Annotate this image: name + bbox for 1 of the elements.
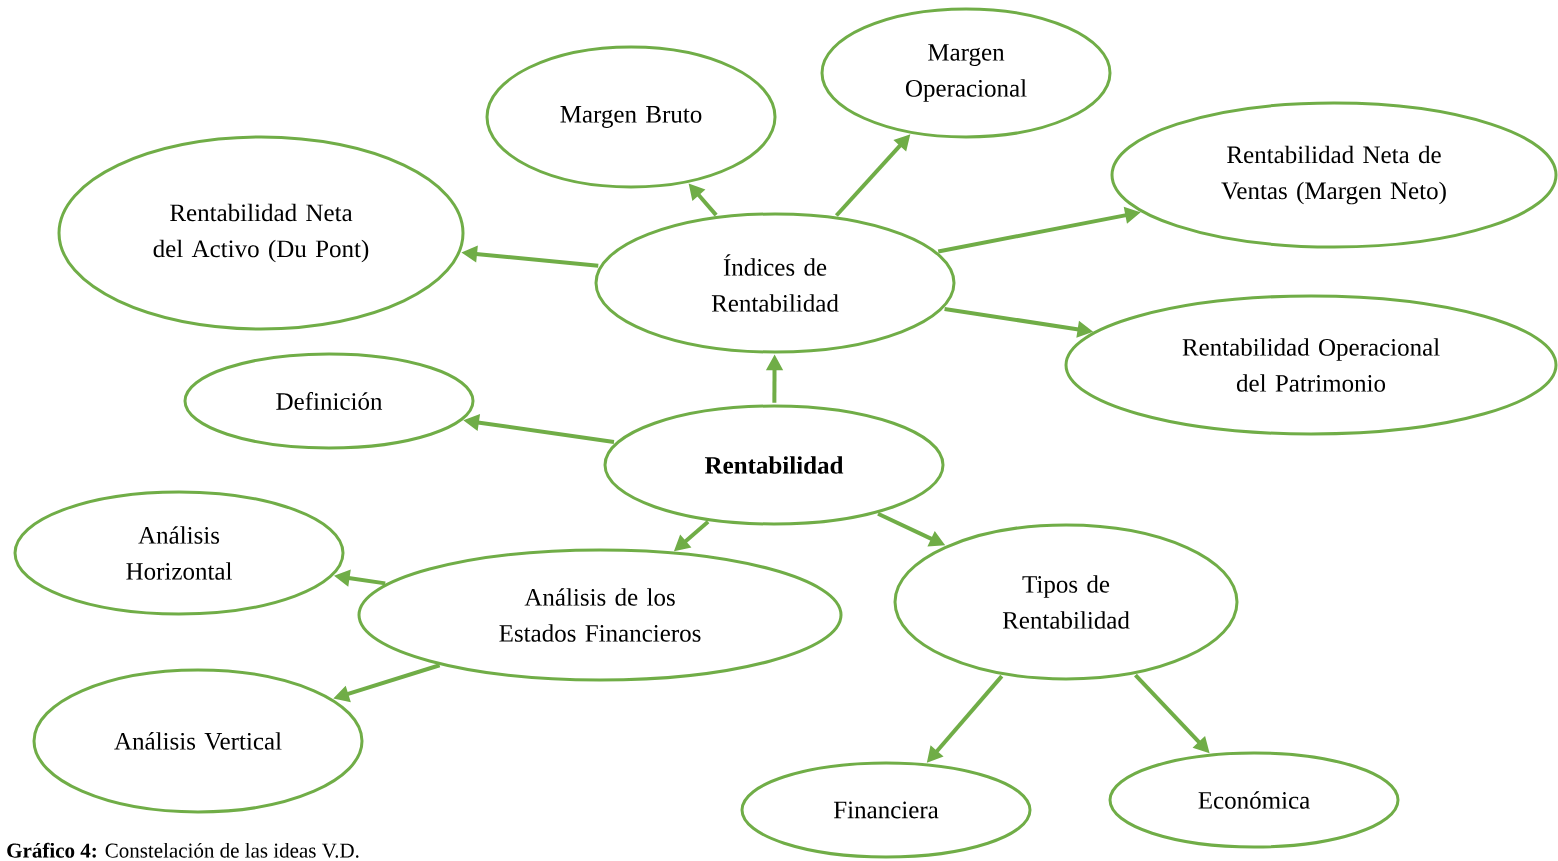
caption: Gráfico 4: Constelación de las ideas V.D. — [7, 842, 359, 858]
